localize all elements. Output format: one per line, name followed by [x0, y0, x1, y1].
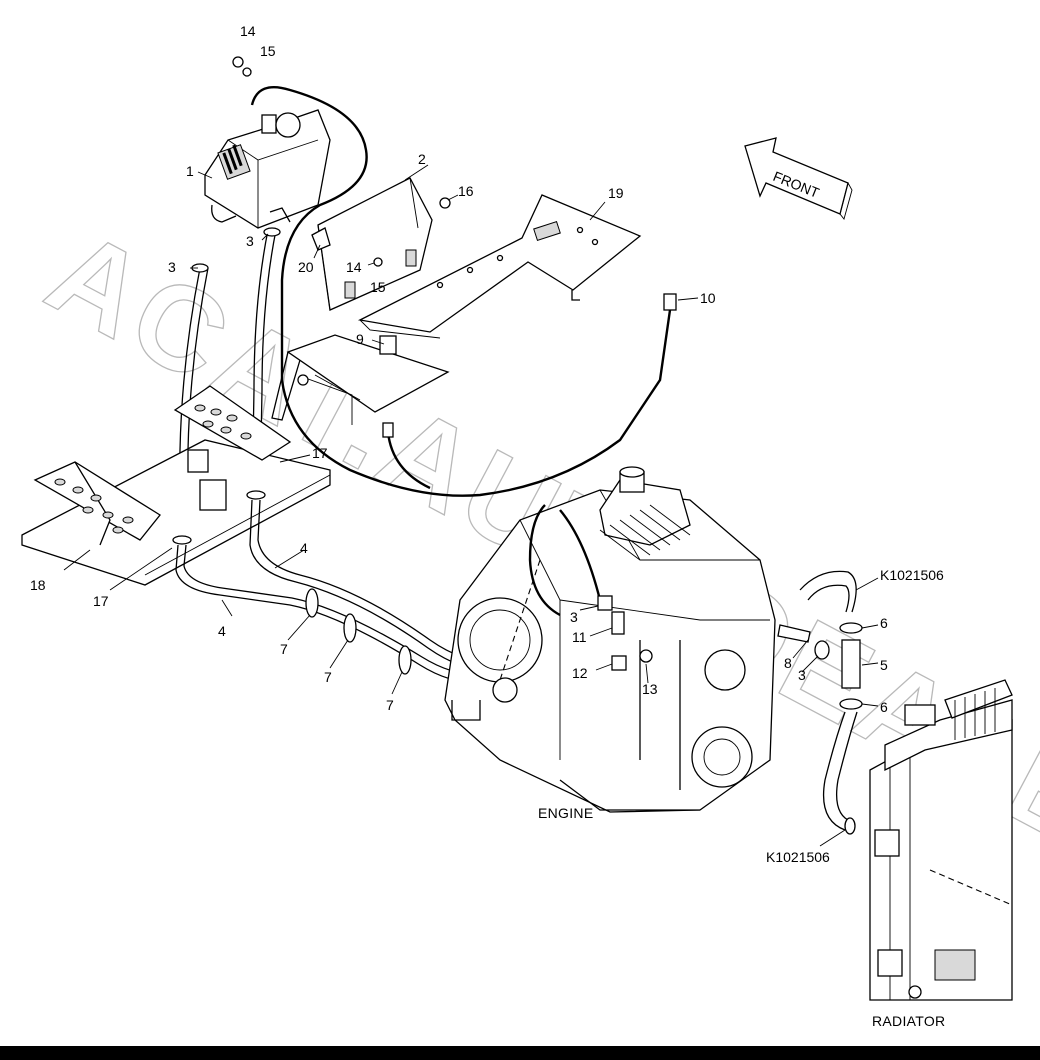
callout-6: 6 — [880, 699, 888, 715]
callout-5: 5 — [880, 657, 888, 673]
callout-15: 15 — [260, 43, 276, 59]
callout-7: 7 — [324, 669, 332, 685]
callout-14: 14 — [346, 259, 362, 275]
clamps-7 — [305, 588, 412, 675]
heater-hoses — [177, 227, 281, 546]
engine-caption: ENGINE — [538, 805, 593, 821]
callout-3: 3 — [246, 233, 254, 249]
callout-14: 14 — [240, 23, 256, 39]
callout-6: 6 — [880, 615, 888, 631]
clamp-6a — [839, 622, 863, 634]
callout-19: 19 — [608, 185, 624, 201]
callout-17: 17 — [312, 445, 328, 461]
bolt-14-top — [232, 56, 252, 77]
radiator-caption: RADIATOR — [872, 1013, 945, 1029]
callout-7: 7 — [280, 641, 288, 657]
connector-10 — [663, 293, 677, 311]
callout-16: 16 — [458, 183, 474, 199]
wire-to-switch — [386, 431, 431, 490]
front-arrow: FRONT — [744, 137, 853, 220]
fitting-8 — [777, 624, 811, 643]
floor-plate-18 — [21, 385, 331, 586]
callouts: 14 15 1 2 16 19 3 3 20 14 15 10 9 17 4 1… — [30, 23, 944, 865]
radiator — [869, 679, 1013, 1001]
callout-15: 15 — [370, 279, 386, 295]
clamp-6b — [839, 698, 863, 710]
switch-9 — [379, 335, 397, 355]
callout-12: 12 — [572, 665, 588, 681]
engine — [444, 466, 776, 813]
callout-4: 4 — [218, 623, 226, 639]
bracket-2 — [311, 177, 451, 311]
bottom-border-bar — [0, 1046, 1040, 1060]
heater-unit — [204, 109, 331, 229]
callout-20: 20 — [298, 259, 314, 275]
callout-11: 11 — [572, 629, 587, 645]
callout-17: 17 — [93, 593, 109, 609]
callout-1: 1 — [186, 163, 194, 179]
callout-3: 3 — [168, 259, 176, 275]
callout-9: 9 — [356, 331, 364, 347]
panel-plate-19 — [357, 194, 642, 339]
callout-13: 13 — [642, 681, 658, 697]
tee-5 — [841, 639, 861, 689]
callout-k1021506: K1021506 — [880, 567, 944, 583]
leader-lines — [63, 164, 879, 847]
callout-k1021506: K1021506 — [766, 849, 830, 865]
callout-8: 8 — [784, 655, 792, 671]
callout-2: 2 — [418, 151, 426, 167]
callout-4: 4 — [300, 540, 308, 556]
callout-7: 7 — [386, 697, 394, 713]
connector-lower — [382, 422, 394, 438]
callout-10: 10 — [700, 290, 716, 306]
callout-18: 18 — [30, 577, 46, 593]
wire-harness — [250, 85, 672, 497]
lower-plate — [271, 334, 450, 425]
radiator-hoses — [777, 570, 863, 835]
callout-3: 3 — [570, 609, 578, 625]
callout-3: 3 — [798, 667, 806, 683]
